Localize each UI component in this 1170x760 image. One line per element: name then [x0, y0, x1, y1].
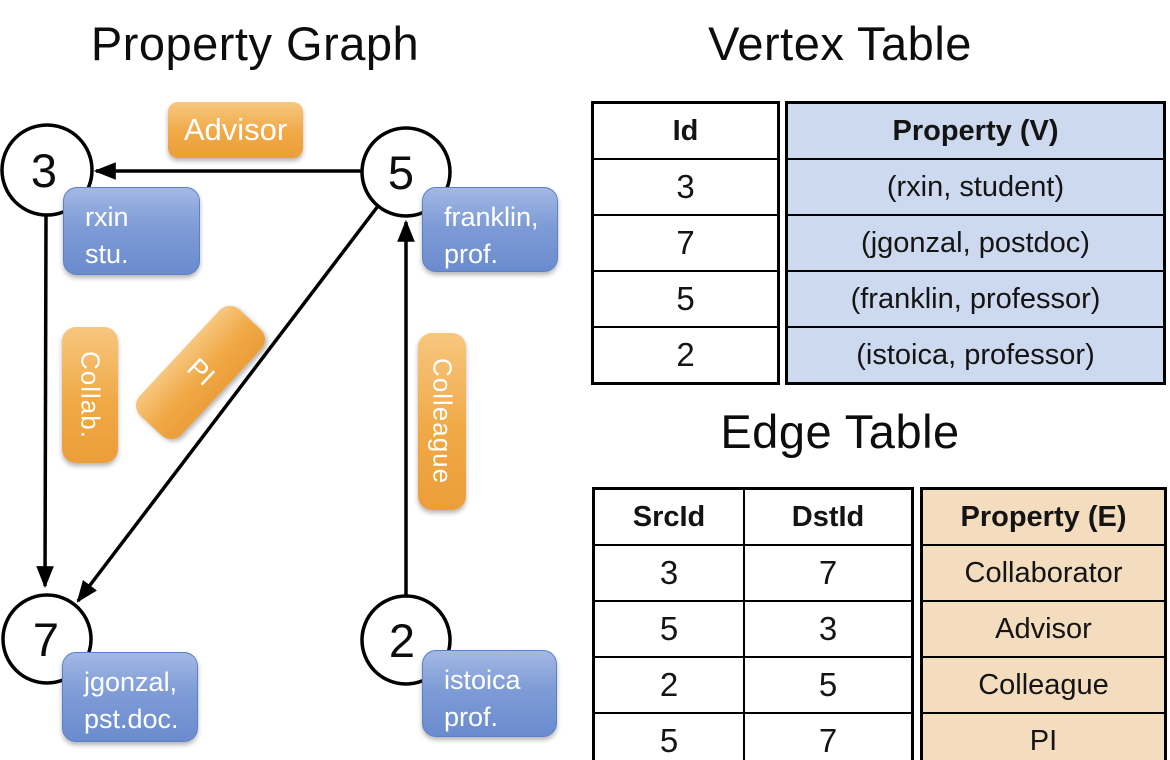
- vertex-table: Id 3 7 5 2 Property (V) (rxin, student) …: [591, 101, 1166, 385]
- node-5-property-line1: franklin,: [444, 202, 539, 232]
- vertex-property-cell: (franklin, professor): [788, 270, 1163, 326]
- edge-srcid-cell: 2: [595, 656, 743, 712]
- vertex-table-id-column: Id 3 7 5 2: [591, 101, 780, 385]
- edge-property-cell: Advisor: [923, 600, 1164, 656]
- edge-dstid-cell: 3: [745, 600, 911, 656]
- edge-table-dstid-header: DstId: [791, 500, 865, 533]
- edge-table-property-header: Property (E): [923, 490, 1164, 544]
- edge-label-colleague: Colleague: [418, 333, 466, 510]
- edge-table-title: Edge Table: [720, 405, 960, 458]
- edge-label-collab: Collab.: [62, 327, 118, 463]
- edge-property-cell: Collaborator: [923, 544, 1164, 600]
- edge-label-collab-text: Collab.: [75, 351, 106, 439]
- node-3-property-line1: rxin: [85, 202, 129, 232]
- edge-dstid-cell: 7: [745, 544, 911, 600]
- edge-srcid-cell: 5: [595, 712, 743, 760]
- node-7-id: 7: [33, 613, 59, 666]
- edge-label-pi-text: PI: [181, 352, 221, 392]
- node-2-property-box: istoica prof.: [422, 650, 557, 737]
- edge-table: SrcId 3 5 2 5 DstId 7 3 5 7 Property (E)…: [592, 487, 1167, 760]
- edge-property-cell: PI: [923, 712, 1164, 760]
- edge-dstid-cell: 5: [745, 656, 911, 712]
- vertex-table-id-header: Id: [672, 114, 699, 147]
- node-5-property-box: franklin, prof.: [422, 187, 558, 272]
- edge-srcid-cell: 5: [595, 600, 743, 656]
- edge-table-property-column: Property (E) Collaborator Advisor Collea…: [920, 487, 1167, 760]
- edge-collab-3-to-7: [36, 214, 54, 589]
- edge-dstid-cell: 7: [745, 712, 911, 760]
- vertex-table-property-column: Property (V) (rxin, student) (jgonzal, p…: [785, 101, 1166, 385]
- node-2-id: 2: [389, 614, 415, 667]
- vertex-id-cell: 5: [594, 270, 777, 326]
- edge-pi-5-to-7: [76, 204, 380, 603]
- node-3-property-line2: stu.: [85, 239, 129, 269]
- edge-srcid-cell: 3: [595, 544, 743, 600]
- edge-table-id-columns: SrcId 3 5 2 5 DstId 7 3 5 7: [592, 487, 914, 760]
- node-5-id: 5: [388, 146, 414, 199]
- edge-label-advisor: Advisor: [168, 102, 303, 158]
- vertex-table-title: Vertex Table: [708, 17, 972, 70]
- node-3-id: 3: [31, 144, 57, 197]
- vertex-property-cell: (rxin, student): [788, 158, 1163, 214]
- vertex-property-cell: (jgonzal, postdoc): [788, 214, 1163, 270]
- edge-table-srcid-column: SrcId 3 5 2 5: [595, 490, 743, 760]
- edge-label-advisor-text: Advisor: [183, 112, 288, 147]
- vertex-table-property-header: Property (V): [788, 104, 1163, 158]
- vertex-id-cell: 7: [594, 214, 777, 270]
- node-2-property-line1: istoica: [444, 665, 521, 695]
- vertex-property-cell: (istoica, professor): [788, 326, 1163, 382]
- edge-table-srcid-header: SrcId: [632, 500, 706, 533]
- node-7-property-box: jgonzal, pst.doc.: [62, 652, 198, 742]
- node-3-property-box: rxin stu.: [63, 187, 200, 275]
- vertex-id-cell: 3: [594, 158, 777, 214]
- node-5-property-line2: prof.: [444, 239, 499, 269]
- node-7-property-line1: jgonzal,: [84, 667, 178, 697]
- edge-label-colleague-text: Colleague: [427, 358, 458, 485]
- property-graph-title: Property Graph: [90, 17, 420, 70]
- vertex-id-cell: 2: [594, 326, 777, 382]
- edge-table-dstid-column: DstId 7 3 5 7: [743, 490, 911, 760]
- node-7-property-line2: pst.doc.: [84, 704, 179, 734]
- node-2-property-line2: prof.: [444, 702, 499, 732]
- edge-property-cell: Colleague: [923, 656, 1164, 712]
